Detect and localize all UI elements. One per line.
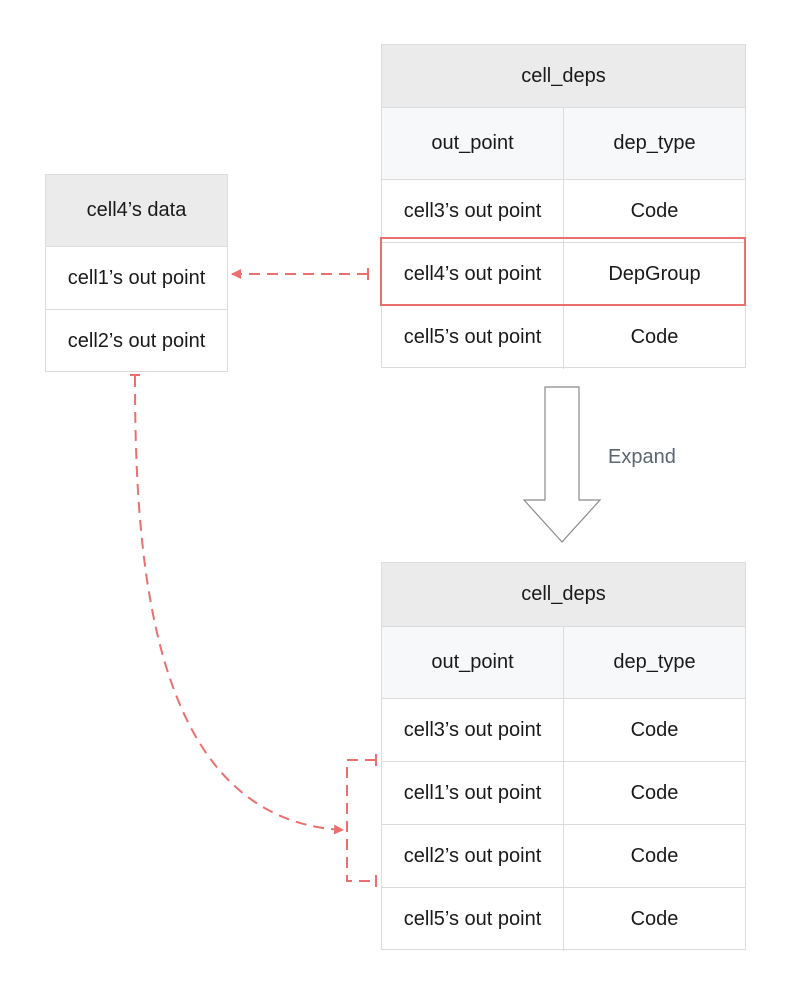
depgroup-to-data-connector [231,268,369,280]
column-header-dep-type: dep_type [613,651,696,673]
cell4-data-table: cell4’s data cell1’s out point cell2’s o… [45,174,228,372]
cell-deps-after-header: cell_deps [382,563,745,627]
table-row: cell2’s out point [46,310,227,373]
column-header-row: out_point dep_type [382,627,745,699]
dep-type-cell: Code [630,844,679,867]
dep-type-cell: Code [630,718,679,741]
table-row: cell3’s out point Code [382,699,745,762]
table-row: cell1’s out point Code [382,762,745,825]
expand-arrow-icon [522,386,602,543]
table-row: cell5’s out point Code [382,306,745,369]
dep-type-cell: Code [630,908,679,930]
out-point-cell: cell5’s out point [382,888,564,951]
cell-deps-after-table: cell_deps out_point dep_type cell3’s out… [381,562,746,951]
data-to-expanded-connector [130,374,344,835]
out-point-cell: cell5’s out point [382,306,564,369]
out-point-cell: cell3’s out point [382,699,564,761]
table-row: cell1’s out point [46,247,227,310]
expanded-rows-bracket [346,754,377,887]
out-point-cell: cell4’s out point [382,243,564,305]
dep-type-cell: Code [630,199,679,222]
out-point-cell: cell2’s out point [382,825,564,887]
cell2-out-point-entry: cell2’s out point [67,330,206,352]
table-row-highlighted: cell4’s out point DepGroup [382,243,745,306]
cell-deps-before-header: cell_deps [382,45,745,108]
out-point-cell: cell1’s out point [382,762,564,824]
table-row: cell5’s out point Code [382,888,745,951]
column-header-out-point: out_point [382,627,564,698]
cell-deps-before-table: cell_deps out_point dep_type cell3’s out… [381,44,746,369]
cell1-out-point-entry: cell1’s out point [67,266,206,289]
column-header-out-point: out_point [382,108,564,179]
cell4-data-header: cell4’s data [46,175,227,247]
column-header-dep-type: dep_type [613,132,696,154]
out-point-cell: cell3’s out point [382,180,564,242]
dep-type-cell: Code [630,326,679,348]
dep-type-cell: DepGroup [608,262,701,285]
table-row: cell3’s out point Code [382,180,745,243]
dep-type-cell: Code [630,781,679,804]
table-row: cell2’s out point Code [382,825,745,888]
expand-label: Expand [608,446,676,468]
column-header-row: out_point dep_type [382,108,745,180]
